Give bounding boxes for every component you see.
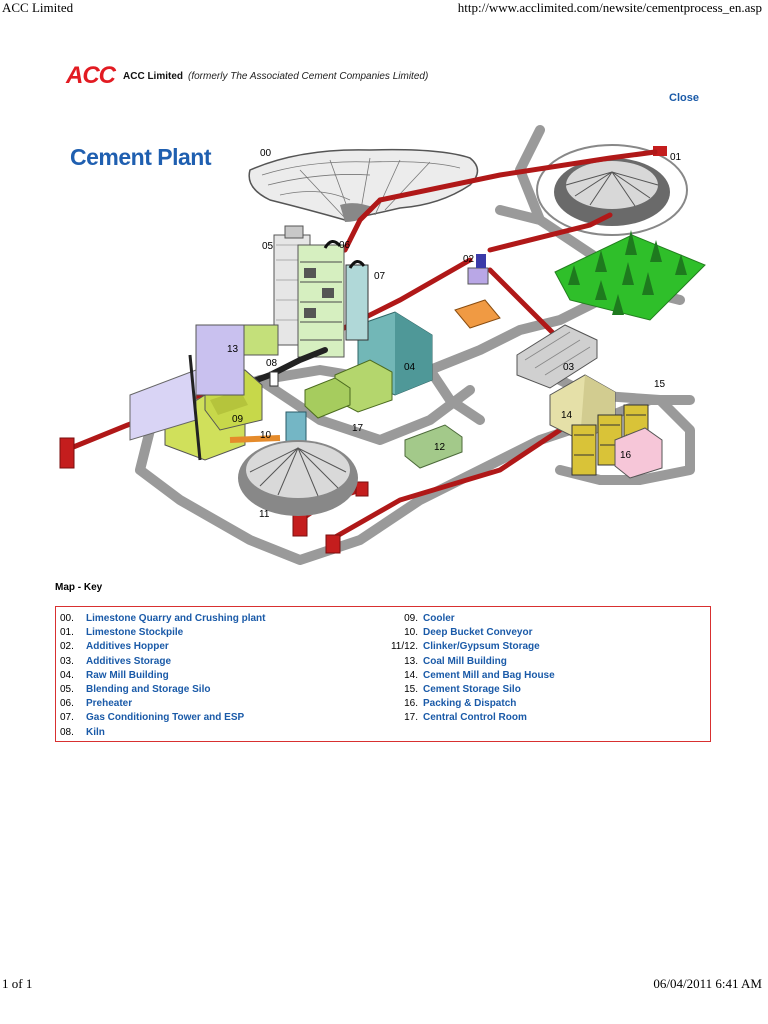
key-row: 17. Central Control Room (372, 711, 702, 725)
key-link-blending-silo[interactable]: Blending and Storage Silo (86, 683, 210, 697)
key-number: 07. (58, 711, 84, 725)
key-row: 11/12. Clinker/Gypsum Storage (372, 640, 702, 654)
key-row: 01.Limestone Stockpile (58, 626, 388, 640)
map-label-13: 13 (227, 344, 239, 355)
print-footer-date: 06/04/2011 6:41 AM (653, 976, 762, 992)
key-link-raw-mill[interactable]: Raw Mill Building (86, 669, 169, 683)
key-row: 02.Additives Hopper (58, 640, 388, 654)
map-key-box: 00.Limestone Quarry and Crushing plant 0… (55, 606, 711, 742)
key-link-control-room[interactable]: Central Control Room (423, 711, 527, 725)
key-row: 09. Cooler (372, 612, 702, 626)
key-link-cement-silo[interactable]: Cement Storage Silo (423, 683, 521, 697)
key-link-cooler[interactable]: Cooler (423, 612, 455, 626)
key-row: 13. Coal Mill Building (372, 655, 702, 669)
map-item-06-preheater[interactable] (298, 245, 344, 357)
key-row: 14. Cement Mill and Bag House (372, 669, 702, 683)
key-row: 16. Packing & Dispatch (372, 697, 702, 711)
print-header-title: ACC Limited (2, 0, 73, 16)
key-number: 05. (58, 683, 84, 697)
map-label-00: 00 (260, 148, 272, 159)
key-row: 10. Deep Bucket Conveyor (372, 626, 702, 640)
key-link-cement-mill[interactable]: Cement Mill and Bag House (423, 669, 555, 683)
map-label-06: 06 (339, 240, 351, 251)
brand-name: ACC Limited (123, 71, 183, 82)
key-link-additives-storage[interactable]: Additives Storage (86, 655, 171, 669)
key-link-coal-mill[interactable]: Coal Mill Building (423, 655, 507, 669)
key-link-preheater[interactable]: Preheater (86, 697, 132, 711)
key-number: 08. (58, 726, 84, 740)
key-link-additives-hopper[interactable]: Additives Hopper (86, 640, 169, 654)
map-label-17: 17 (352, 423, 364, 434)
key-row: 00.Limestone Quarry and Crushing plant (58, 612, 388, 626)
key-number: 02. (58, 640, 84, 654)
key-number: 16. (372, 697, 418, 711)
map-label-08: 08 (266, 358, 278, 369)
map-label-12: 12 (434, 442, 446, 453)
map-label-01: 01 (670, 152, 682, 163)
key-row: 08.Kiln (58, 726, 388, 740)
close-link[interactable]: Close (669, 92, 699, 104)
key-link-packing[interactable]: Packing & Dispatch (423, 697, 516, 711)
key-row: 04.Raw Mill Building (58, 669, 388, 683)
key-link-gas-tower[interactable]: Gas Conditioning Tower and ESP (86, 711, 244, 725)
key-number: 15. (372, 683, 418, 697)
map-label-15: 15 (654, 379, 666, 390)
map-label-10: 10 (260, 430, 272, 441)
key-number: 13. (372, 655, 418, 669)
map-key-left-column: 00.Limestone Quarry and Crushing plant 0… (58, 612, 388, 740)
key-number: 04. (58, 669, 84, 683)
key-link-limestone-quarry[interactable]: Limestone Quarry and Crushing plant (86, 612, 265, 626)
map-label-02: 02 (463, 254, 475, 265)
key-link-bucket-conveyor[interactable]: Deep Bucket Conveyor (423, 626, 532, 640)
print-footer-page: 1 of 1 (2, 976, 32, 992)
key-link-kiln[interactable]: Kiln (86, 726, 105, 740)
map-label-11: 11 (259, 509, 270, 520)
key-number: 10. (372, 626, 418, 640)
map-label-04: 04 (404, 362, 416, 373)
key-link-limestone-stockpile[interactable]: Limestone Stockpile (86, 626, 183, 640)
map-key-heading: Map - Key (55, 582, 102, 593)
map-item-02b-feeder (455, 300, 500, 328)
key-number: 03. (58, 655, 84, 669)
key-link-clinker-storage[interactable]: Clinker/Gypsum Storage (423, 640, 540, 654)
brand-header: ACC ACC Limited (formerly The Associated… (66, 62, 428, 90)
key-row: 05.Blending and Storage Silo (58, 683, 388, 697)
key-number: 01. (58, 626, 84, 640)
brand-subtitle: (formerly The Associated Cement Companie… (188, 71, 428, 82)
key-number: 17. (372, 711, 418, 725)
map-label-09: 09 (232, 414, 244, 425)
key-row: 06.Preheater (58, 697, 388, 711)
print-header-url: http://www.acclimited.com/newsite/cement… (458, 0, 762, 16)
map-label-03: 03 (563, 362, 575, 373)
key-number: 06. (58, 697, 84, 711)
key-number: 14. (372, 669, 418, 683)
key-row: 15. Cement Storage Silo (372, 683, 702, 697)
map-label-16: 16 (620, 450, 632, 461)
map-key-right-column: 09. Cooler 10. Deep Bucket Conveyor 11/12.… (372, 612, 702, 726)
acc-logo: ACC (66, 62, 115, 90)
map-label-07: 07 (374, 271, 386, 282)
cement-plant-map: 00 01 02 03 04 05 06 07 08 09 10 11 12 1… (40, 120, 730, 570)
key-row: 03.Additives Storage (58, 655, 388, 669)
map-item-11-clinker-storage[interactable] (238, 440, 358, 516)
key-number: 00. (58, 612, 84, 626)
map-label-14: 14 (561, 410, 573, 421)
key-row: 07.Gas Conditioning Tower and ESP (58, 711, 388, 725)
map-label-05: 05 (262, 241, 274, 252)
key-number: 11/12. (372, 640, 418, 654)
key-number: 09. (372, 612, 418, 626)
